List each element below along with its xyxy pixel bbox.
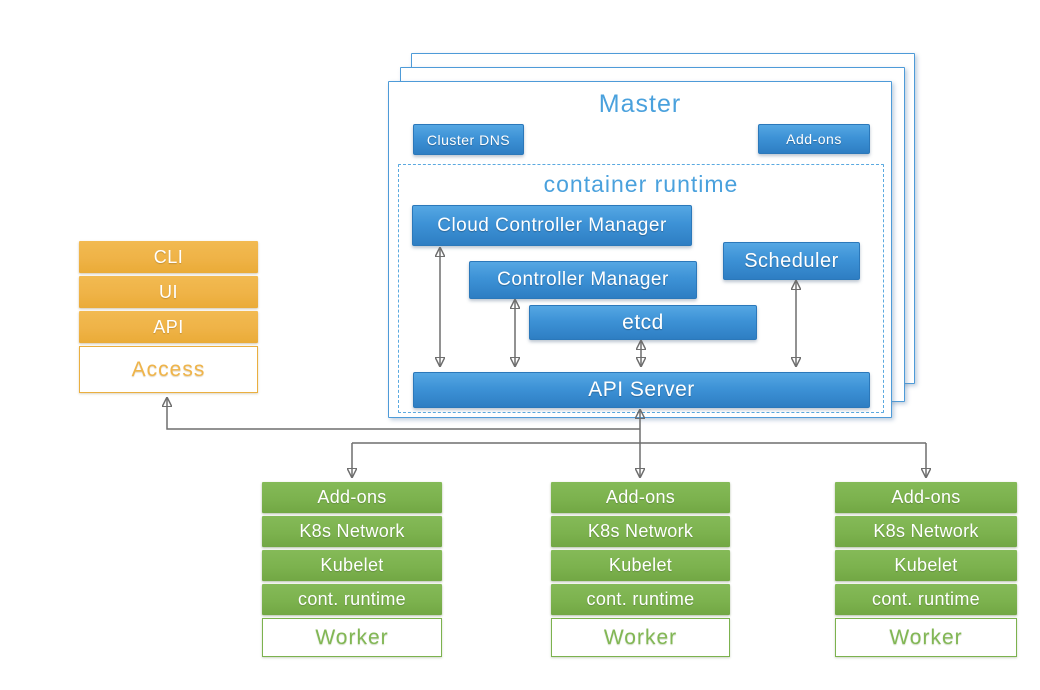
cloud-controller-manager-box: Cloud Controller Manager [412,205,692,246]
container-runtime-box: container runtime Cloud Controller Manag… [398,164,884,413]
worker3-container-runtime-box: cont. runtime [835,584,1017,615]
controller-manager-box: Controller Manager [469,261,697,299]
master-title: Master [598,90,682,118]
worker3-k8s-network-box: K8s Network [835,516,1017,547]
worker2-k8s-network-box: K8s Network [551,516,730,547]
worker2-addons-box: Add-ons [551,482,730,513]
worker3-label-box: Worker [835,618,1017,657]
scheduler-box: Scheduler [723,242,860,280]
worker1-addons-box: Add-ons [262,482,442,513]
etcd-box: etcd [529,305,757,340]
access-label-box: Access [79,346,258,393]
worker-node-3: Add-ons K8s Network Kubelet cont. runtim… [835,482,1017,657]
worker2-label-box: Worker [551,618,730,657]
worker2-kubelet-box: Kubelet [551,550,730,581]
cluster-dns-box: Cluster DNS [413,124,524,155]
cli-box: CLI [79,241,258,273]
container-runtime-label: container runtime [543,171,739,197]
master-box: Master Cluster DNS Add-ons container run… [388,81,892,418]
worker3-addons-box: Add-ons [835,482,1017,513]
worker1-k8s-network-box: K8s Network [262,516,442,547]
api-server-box: API Server [413,372,870,408]
access-stack: CLI UI API Access [79,241,258,393]
ui-box: UI [79,276,258,308]
worker1-kubelet-box: Kubelet [262,550,442,581]
api-box: API [79,311,258,343]
worker-node-1: Add-ons K8s Network Kubelet cont. runtim… [262,482,442,657]
worker3-kubelet-box: Kubelet [835,550,1017,581]
master-addons-box: Add-ons [758,124,870,154]
worker1-container-runtime-box: cont. runtime [262,584,442,615]
worker-node-2: Add-ons K8s Network Kubelet cont. runtim… [551,482,730,657]
worker1-label-box: Worker [262,618,442,657]
worker2-container-runtime-box: cont. runtime [551,584,730,615]
